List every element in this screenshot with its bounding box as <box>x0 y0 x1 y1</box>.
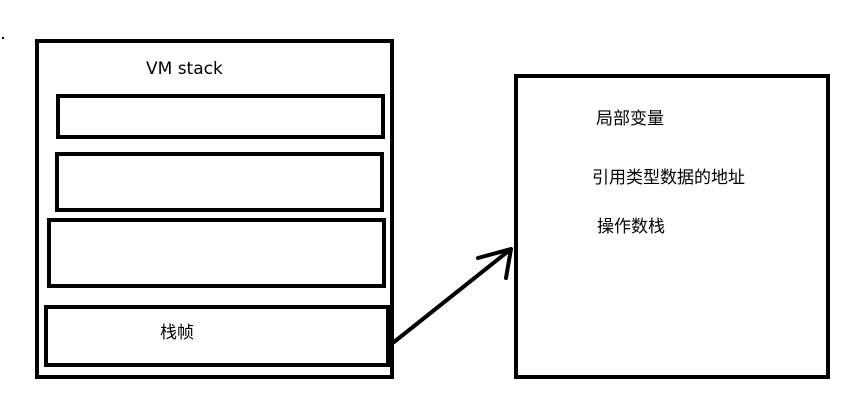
stack-frame-label: 栈帧 <box>160 323 194 343</box>
reference-address-label: 引用类型数据的地址 <box>592 168 745 188</box>
stack-frame-current <box>44 305 390 367</box>
arrow-shaft <box>392 247 513 344</box>
frame-detail-box <box>514 74 830 379</box>
arrow-head <box>476 247 513 280</box>
operand-stack-label: 操作数栈 <box>597 217 665 237</box>
stack-frame-slot-1 <box>56 94 385 139</box>
stray-dot <box>2 37 4 39</box>
vm-stack-title: VM stack <box>146 59 223 79</box>
local-variables-label: 局部变量 <box>596 109 664 129</box>
stack-frame-slot-2 <box>55 152 384 212</box>
stack-frame-slot-3 <box>47 218 386 288</box>
